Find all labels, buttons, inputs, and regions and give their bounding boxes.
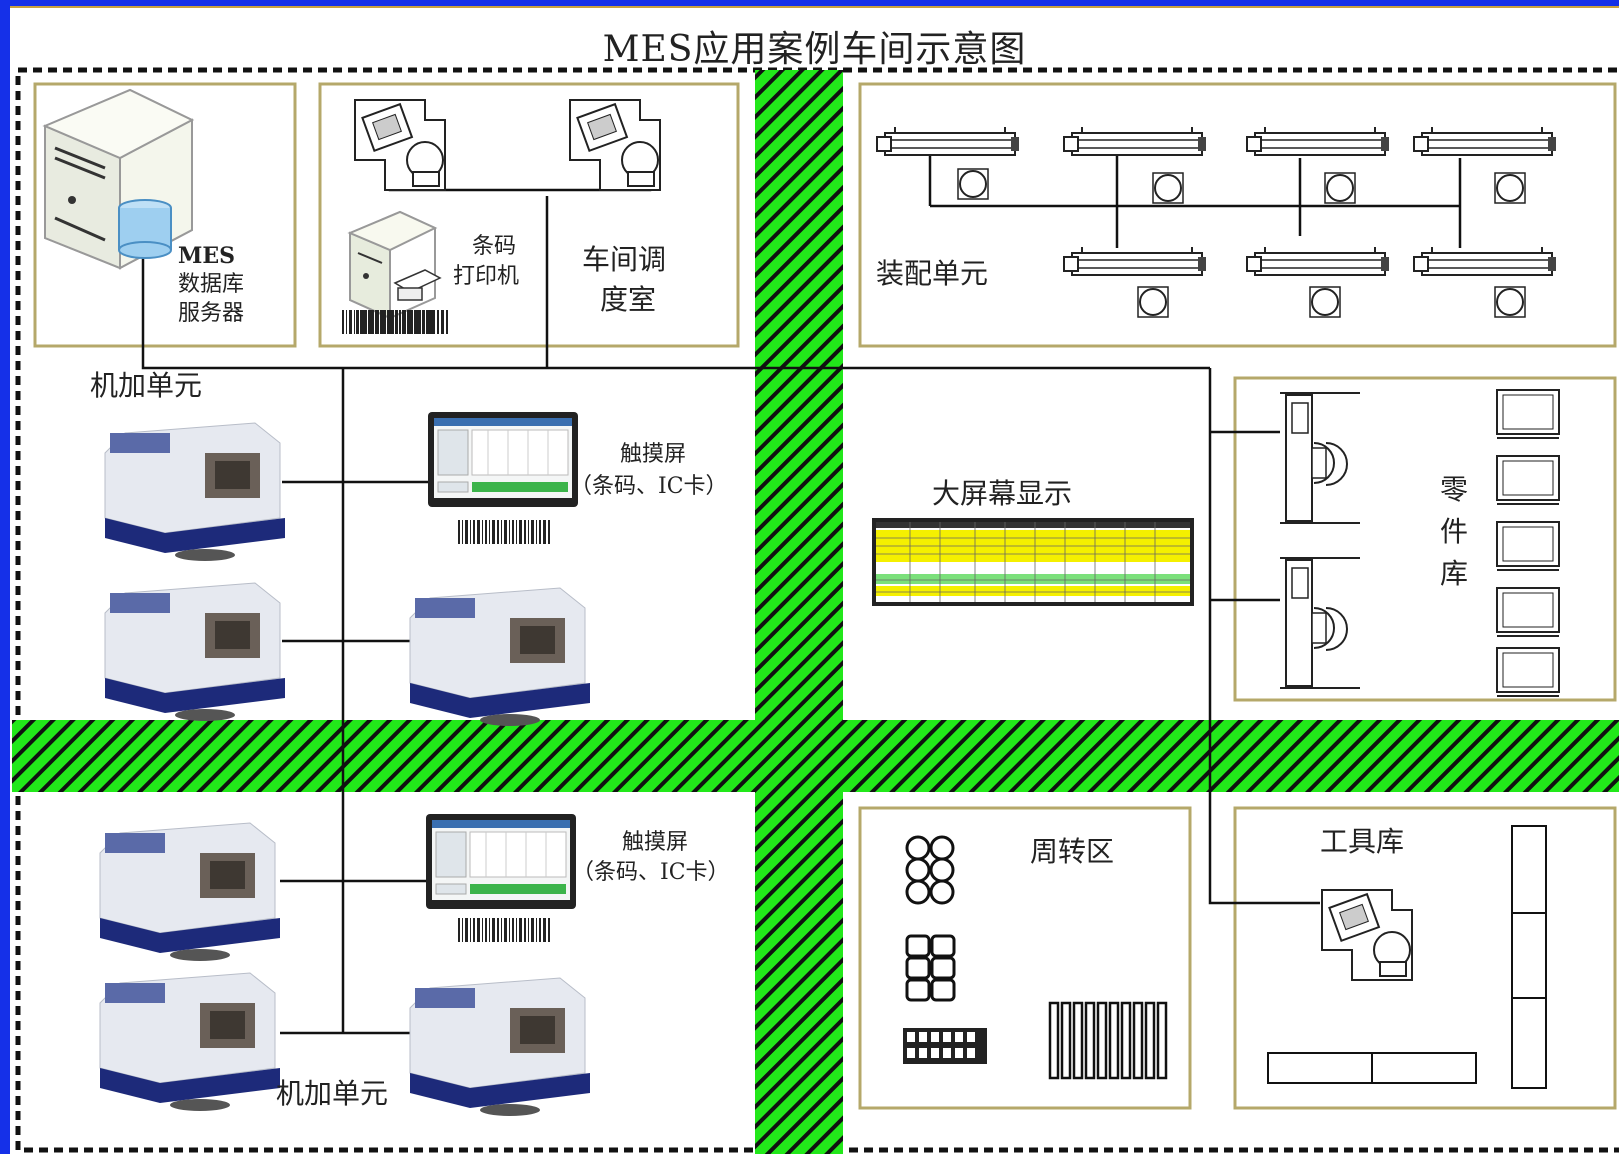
parts-monitor-4 — [1496, 587, 1560, 637]
label-db-server-line1: MES — [178, 243, 236, 269]
label-touchscreen-top-line2: （条码、IC卡） — [570, 474, 728, 499]
frame-top-bar — [0, 0, 1619, 6]
label-machining-unit-bottom: 机加单元 — [276, 1077, 389, 1110]
parts-monitor-2 — [1496, 455, 1560, 505]
label-machining-unit-top: 机加单元 — [90, 369, 203, 402]
network-lines — [141, 146, 1462, 1035]
label-touchscreen-bottom-line1: 触摸屏 — [622, 830, 689, 855]
horizontal-aisle — [12, 720, 1619, 792]
parts-store-desk-1 — [1279, 392, 1361, 524]
label-dispatch-room-line2: 度室 — [600, 283, 657, 316]
label-assembly-unit: 装配单元 — [876, 257, 989, 290]
floor-plan-drawing — [12, 67, 1619, 1154]
lathe-icon-4 — [99, 822, 281, 962]
turnover-pallet-icon — [903, 1028, 987, 1064]
vertical-aisle — [755, 70, 843, 1154]
lathe-icon-5 — [99, 972, 281, 1112]
tool-cabinet-horizontal-icon — [1267, 1052, 1477, 1084]
big-screen-icon — [872, 518, 1194, 606]
barcode-icon-touch-top — [458, 520, 550, 544]
tool-cabinet-vertical-icon — [1511, 825, 1547, 1089]
diagram-title: MES应用案例车间示意图 — [602, 29, 1027, 70]
turnover-boxes-icon — [905, 934, 956, 1002]
lathe-icon-2 — [104, 582, 286, 722]
frame-left-bar — [0, 0, 10, 1154]
label-touchscreen-top-line1: 触摸屏 — [620, 442, 687, 467]
lathe-icon-6 — [409, 977, 591, 1117]
barcode-printer-icon — [347, 210, 442, 320]
touchscreen-icon-top — [427, 411, 579, 508]
turnover-round-containers-icon — [905, 835, 955, 905]
parts-monitor-1 — [1496, 389, 1560, 439]
barcode-icon-touch-bottom — [458, 918, 550, 942]
db-server-icon — [42, 88, 195, 270]
label-big-screen: 大屏幕显示 — [932, 477, 1073, 510]
diagram-canvas: MES应用案例车间示意图 MES 数据库 服务器 条码 打印机 车间调 度室 装… — [10, 8, 1619, 1154]
label-barcode-printer-line2: 打印机 — [453, 264, 520, 289]
parts-monitor-5 — [1496, 647, 1560, 697]
lathe-icon-3 — [409, 587, 591, 727]
parts-monitor-3 — [1496, 521, 1560, 571]
label-parts-store-line2: 件 — [1440, 515, 1469, 548]
label-turnover-area: 周转区 — [1030, 835, 1115, 868]
touchscreen-icon-bottom — [425, 813, 577, 910]
label-barcode-printer-line1: 条码 — [472, 234, 517, 259]
label-db-server-line2: 数据库 — [178, 272, 245, 297]
parts-store-desk-2 — [1279, 557, 1361, 689]
lathe-icon-1 — [104, 422, 286, 562]
label-tool-store: 工具库 — [1320, 825, 1405, 858]
label-db-server-line3: 服务器 — [178, 301, 245, 326]
label-touchscreen-bottom-line2: （条码、IC卡） — [572, 860, 730, 885]
frame-top-accent — [10, 6, 1619, 8]
label-dispatch-room-line1: 车间调 — [582, 243, 667, 276]
turnover-rack-icon — [1048, 1001, 1168, 1080]
label-parts-store-line1: 零 — [1440, 473, 1469, 506]
label-parts-store-line3: 库 — [1440, 557, 1469, 590]
room-assembly — [858, 82, 1617, 348]
